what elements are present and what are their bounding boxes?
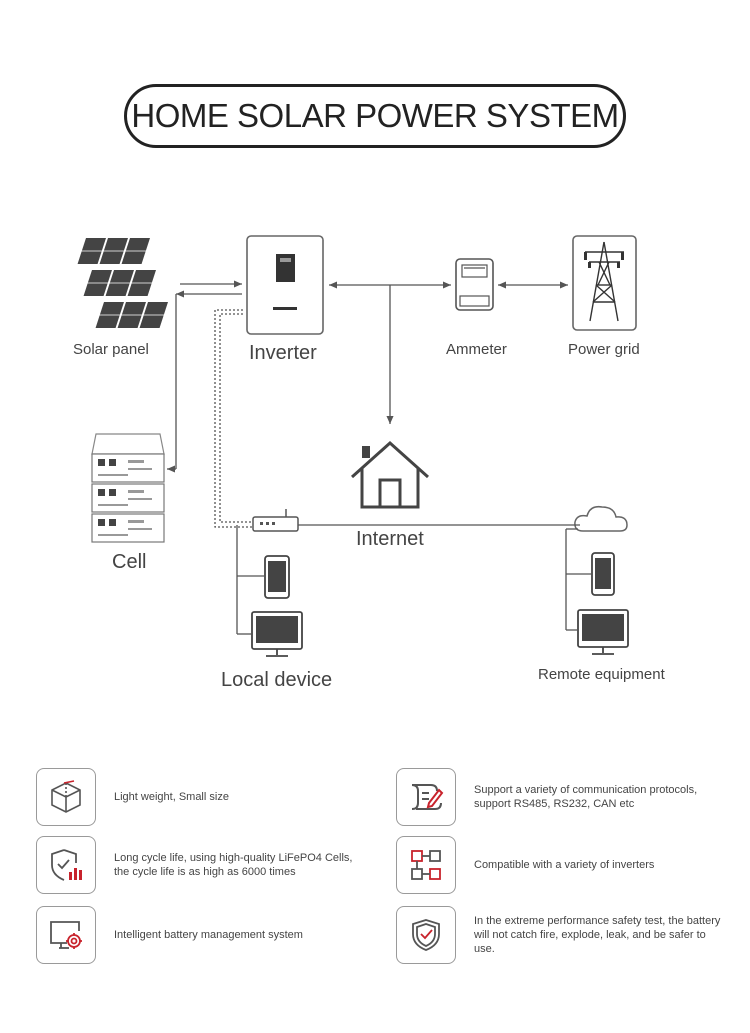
router-icon bbox=[252, 509, 299, 532]
cell-label: Cell bbox=[112, 551, 147, 573]
internet-label: Internet bbox=[356, 528, 424, 550]
network-nodes-icon bbox=[396, 836, 456, 894]
feature-item: In the extreme performance safety test, … bbox=[396, 906, 726, 964]
feature-text: Compatible with a variety of inverters bbox=[474, 859, 655, 871]
solar-panel-icon bbox=[77, 238, 170, 328]
feature-item: Compatible with a variety of inverters bbox=[396, 836, 726, 894]
shield-check-chart-icon bbox=[36, 836, 96, 894]
ammeter-icon bbox=[455, 258, 494, 311]
battery-cell-icon bbox=[91, 433, 165, 543]
page-title: HOME SOLAR POWER SYSTEM bbox=[131, 97, 619, 134]
feature-item: Support a variety of communication proto… bbox=[396, 768, 726, 826]
ammeter-label: Ammeter bbox=[446, 341, 507, 358]
inverter-icon bbox=[246, 235, 324, 335]
data-link-dashed-line bbox=[214, 309, 253, 528]
cube-icon bbox=[36, 768, 96, 826]
local-phone-icon bbox=[264, 555, 290, 599]
inverter-label: Inverter bbox=[249, 342, 317, 364]
remote-equipment-label: Remote equipment bbox=[538, 666, 665, 683]
feature-item: Long cycle life, using high-quality LiFe… bbox=[36, 836, 366, 894]
power-grid-icon bbox=[572, 235, 637, 331]
feature-item: Intelligent battery management system bbox=[36, 906, 366, 964]
power-grid-label: Power grid bbox=[568, 341, 640, 358]
feature-item: Light weight, Small size bbox=[36, 768, 336, 826]
connection-lines bbox=[167, 280, 592, 635]
safety-shield-icon bbox=[396, 906, 456, 964]
feature-text: Light weight, Small size bbox=[114, 791, 229, 803]
title-banner: HOME SOLAR POWER SYSTEM bbox=[124, 84, 626, 148]
local-device-label: Local device bbox=[221, 669, 333, 691]
feature-text: In the extreme performance safety test, … bbox=[474, 915, 721, 955]
feature-text: Support a variety of communication proto… bbox=[474, 784, 698, 810]
protocol-edit-icon bbox=[396, 768, 456, 826]
remote-phone-icon bbox=[591, 552, 615, 596]
monitor-gear-icon bbox=[36, 906, 96, 964]
solar-panel-label: Solar panel bbox=[73, 341, 149, 358]
remote-monitor-icon bbox=[577, 609, 629, 655]
feature-text: Long cycle life, using high-quality LiFe… bbox=[114, 852, 353, 878]
house-icon bbox=[350, 440, 430, 509]
feature-text: Intelligent battery management system bbox=[114, 929, 303, 941]
cloud-icon bbox=[574, 505, 628, 532]
local-monitor-icon bbox=[251, 611, 303, 657]
